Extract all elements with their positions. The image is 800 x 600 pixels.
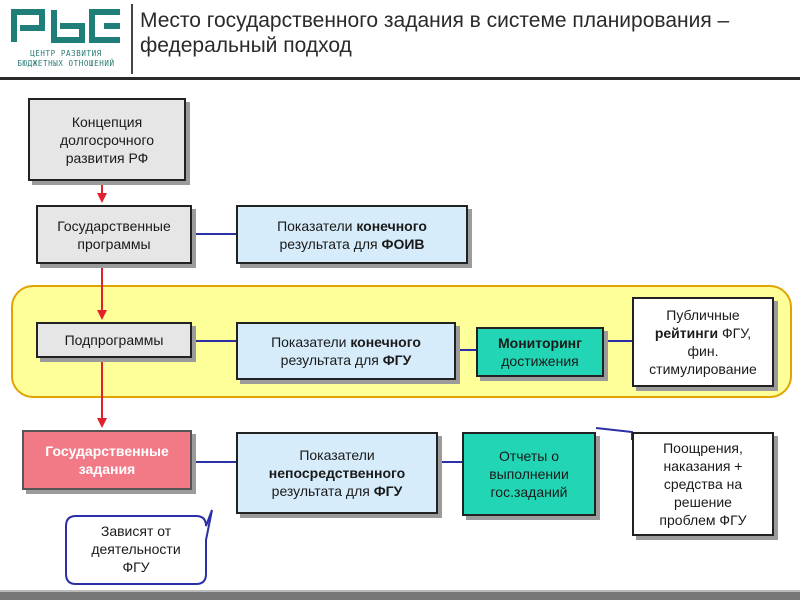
gos-tasks-line1: Государственные [45,443,169,459]
rewards-line5: проблем ФГУ [659,512,747,528]
fgu-indicators-box: Показатели конечного результата для ФГУ [236,322,456,380]
concept-line2: долгосрочного [59,131,155,148]
direct-indicators-box: Показатели непосредственного результата … [236,432,438,514]
callout-line2: деятельности [91,541,181,557]
reports-box: Отчеты о выполнении гос.заданий [462,432,596,516]
foiv-bold1: конечного [356,217,427,234]
fgu-indicators-line1: Показатели конечного [271,333,421,351]
monitoring-rest: достижения [501,353,579,369]
rewards-box: Поощрения, наказания + средства на решен… [632,432,774,536]
logo-subtitle-line1: ЦЕНТР РАЗВИТИЯ [30,49,102,58]
header-divider [131,4,133,74]
rewards-line1: Поощрения, [663,440,743,456]
public-ratings-box: Публичные рейтинги ФГУ, фин. стимулирова… [632,297,774,387]
foiv-line2-pre: результата для [279,235,382,252]
reports-line3: гос.заданий [490,484,568,500]
callout-text: Зависят от деятельности ФГУ [70,522,202,576]
monitoring-bold: Мониторинг [498,335,582,351]
ratings-line3: фин. [687,343,719,359]
connector-reports-rewards [595,427,633,440]
logo-subtitle-line2: БЮДЖЕТНЫХ ОТНОШЕНИЙ [17,59,115,68]
fgu-line2-pre: результата для [280,352,383,368]
rewards-line3: средства на [663,476,743,492]
logo-mark-icon [11,9,120,43]
gos-programs-line1: Государственные [57,217,171,234]
fgu-bold2: ФГУ [382,352,412,368]
gos-programs-box: Государственные программы [36,205,192,264]
gos-programs-line2: программы [77,235,151,252]
ratings-line1: Публичные [666,307,740,323]
rewards-line2: наказания + [663,458,743,474]
gos-tasks-line2: задания [78,461,136,477]
direct-line1: Показатели [299,447,375,463]
footer-stripe [0,590,800,592]
page-title: Место государственного задания в системе… [140,9,730,57]
direct-line3: результата для ФГУ [269,482,405,500]
header-underline [0,77,800,80]
fgu-bold1: конечного [350,334,421,350]
reports-line2: выполнении [489,466,569,482]
subprograms-box: Подпрограммы [36,322,192,358]
footer-bar [0,592,800,600]
foiv-indicators-box: Показатели конечного результата для ФОИВ [236,205,468,264]
callout-line3: ФГУ [122,559,150,575]
ratings-line4: стимулирование [649,361,757,377]
foiv-indicators-line1: Показатели конечного [277,217,427,235]
logo: ЦЕНТР РАЗВИТИЯ БЮДЖЕТНЫХ ОТНОШЕНИЙ [4,6,128,68]
ratings-line2: рейтинги ФГУ, [649,324,757,342]
fgu-indicators-line2: результата для ФГУ [271,351,421,369]
monitoring-box: Мониторинг достижения [476,327,604,377]
callout-line1: Зависят от [100,523,172,539]
gos-tasks-box: Государственные задания [22,430,192,490]
ratings-line2-rest: ФГУ, [718,325,752,341]
direct-line3-pre: результата для [271,483,374,499]
direct-line3-bold: ФГУ [373,483,403,499]
rewards-line4: решение [674,494,732,510]
concept-line1: Концепция [71,113,143,130]
subprograms-label: Подпрограммы [64,332,164,348]
fgu-pre: Показатели [271,334,351,350]
foiv-bold2: ФОИВ [381,235,425,252]
reports-line1: Отчеты о [498,448,560,464]
ratings-bold: рейтинги [654,325,719,341]
foiv-pre: Показатели [277,217,357,234]
direct-bold: непосредственного [268,465,406,481]
concept-line3: развития РФ [65,149,149,166]
concept-box: Концепция долгосрочного развития РФ [28,98,186,181]
foiv-indicators-line2: результата для ФОИВ [277,235,427,253]
